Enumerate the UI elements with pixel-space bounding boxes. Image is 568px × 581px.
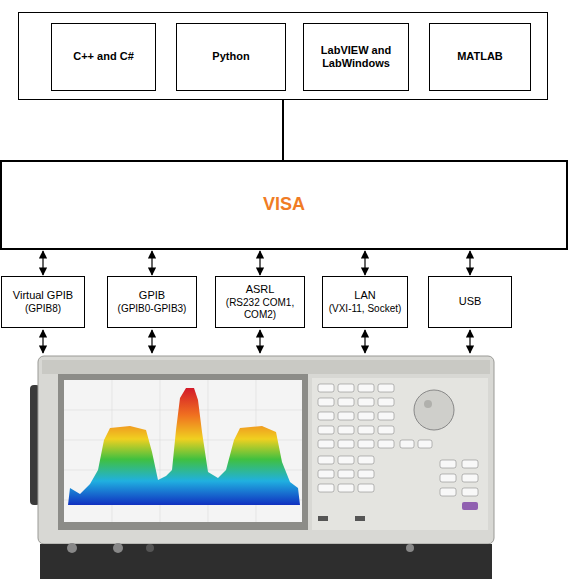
node-title: Virtual GPIB	[13, 289, 73, 302]
node-title: MATLAB	[457, 50, 503, 63]
interface-box: ASRL(RS232 COM1, COM2)	[215, 276, 305, 328]
node-title: VISA	[263, 194, 305, 216]
interface-box: USB	[428, 276, 512, 328]
language-box: Python	[176, 23, 286, 91]
node-title: USB	[459, 295, 482, 308]
visa-layer: VISA	[0, 160, 568, 250]
node-title: Python	[212, 50, 249, 63]
language-box: MATLAB	[429, 23, 531, 91]
language-box: C++ and C#	[51, 23, 156, 91]
node-subtitle: (GPIB0-GPIB3)	[118, 303, 187, 315]
interface-box: LAN(VXI-11, Socket)	[322, 276, 408, 328]
interface-box: GPIB(GPIB0-GPIB3)	[107, 276, 197, 328]
node-subtitle: (GPIB8)	[25, 303, 61, 315]
node-subtitle: (VXI-11, Socket)	[329, 303, 402, 315]
connector	[282, 100, 284, 160]
interface-box: Virtual GPIB(GPIB8)	[1, 276, 85, 328]
connector	[42, 251, 43, 275]
node-title: LabVIEW and LabWindows	[308, 44, 404, 70]
connector	[469, 251, 470, 275]
node-title: GPIB	[139, 289, 165, 302]
language-box: LabVIEW and LabWindows	[303, 23, 409, 91]
connector	[364, 251, 365, 275]
node-subtitle: (RS232 COM1, COM2)	[220, 297, 300, 321]
connector	[151, 251, 152, 275]
language-group: C++ and C# Python LabVIEW and LabWindows MA…	[18, 12, 548, 100]
node-title: LAN	[354, 289, 375, 302]
connector	[259, 251, 260, 275]
node-title: ASRL	[246, 283, 275, 296]
node-title: C++ and C#	[73, 50, 134, 63]
